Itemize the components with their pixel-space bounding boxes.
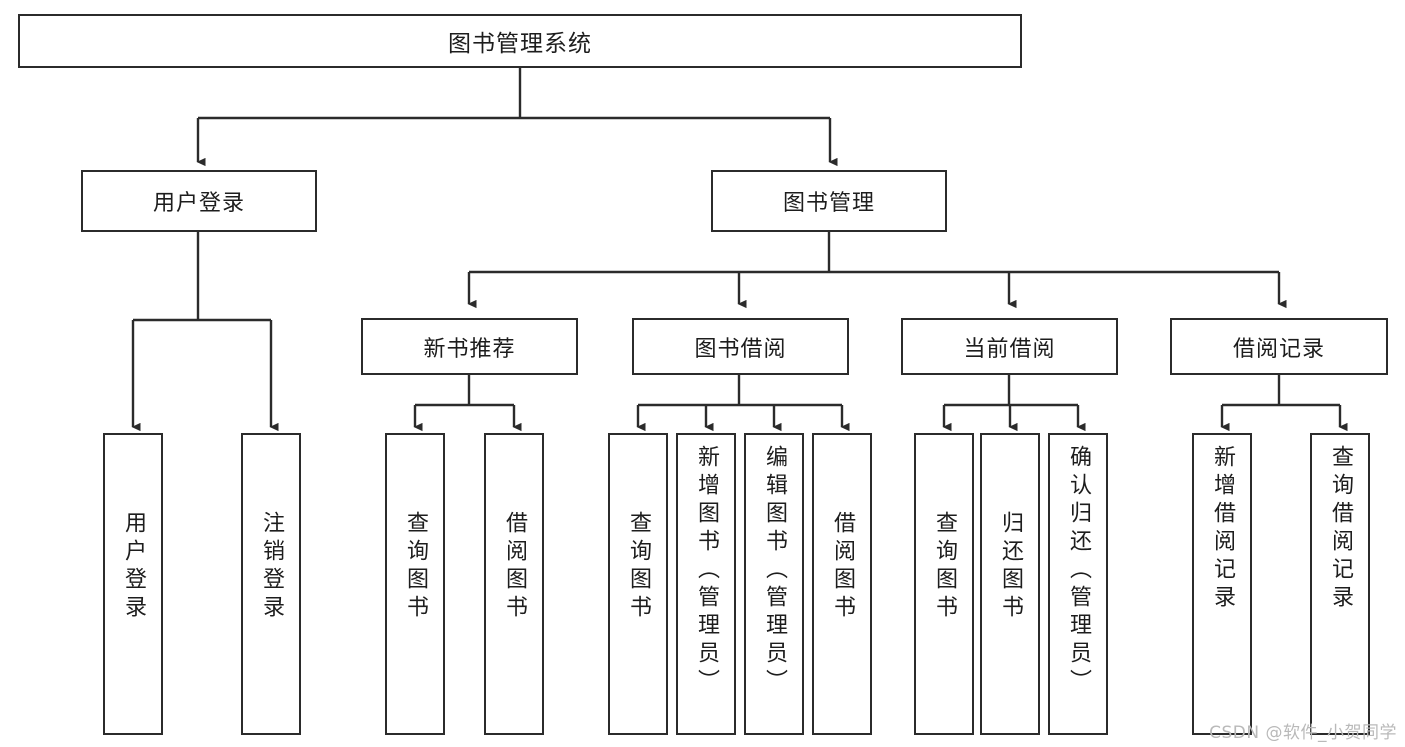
node-new-book-recommend[interactable]: 新书推荐 [361,318,578,375]
edges-userlogin-to-leaves [131,232,279,432]
leaf-node-query-book-recommend[interactable]: 查询图书 [385,433,445,735]
node-label: 用户登录 [121,511,146,623]
node-label: 当前借阅 [963,336,1056,362]
node-book-borrow[interactable]: 图书借阅 [632,318,849,375]
edges-newbook-to-leaves [413,375,522,432]
node-root-book-management-system[interactable]: 图书管理系统 [18,14,1022,68]
node-label: 确认归还（管理员） [1066,445,1091,697]
node-label: 用户登录 [152,191,245,216]
node-label: 查询图书 [403,511,428,623]
node-label: 图书管理 [782,191,875,216]
edges-root-to-level2 [196,68,838,167]
node-label: 图书借阅 [694,336,787,362]
node-book-management[interactable]: 图书管理 [711,170,947,232]
node-label: 查询借阅记录 [1328,445,1353,613]
node-borrow-record[interactable]: 借阅记录 [1170,318,1388,375]
leaf-node-borrow-book[interactable]: 借阅图书 [812,433,872,735]
leaf-node-query-book-borrow[interactable]: 查询图书 [608,433,668,735]
leaf-node-edit-book[interactable]: 编辑图书（管理员） [744,433,804,735]
node-label: 新增图书（管理员） [694,445,719,697]
leaf-node-user-logout[interactable]: 注销登录 [241,433,301,735]
edges-bookborrow-to-leaves [636,375,850,432]
node-label: 新增借阅记录 [1210,445,1235,613]
leaf-node-query-borrow-record[interactable]: 查询借阅记录 [1310,433,1370,735]
node-label: 借阅记录 [1232,336,1325,362]
leaf-node-confirm-return[interactable]: 确认归还（管理员） [1048,433,1108,735]
leaf-node-add-borrow-record[interactable]: 新增借阅记录 [1192,433,1252,735]
leaf-node-borrow-book-recommend[interactable]: 借阅图书 [484,433,544,735]
node-label: 借阅图书 [830,511,855,623]
edges-bookmanage-to-level3 [467,232,1287,309]
csdn-watermark: CSDN @软件_小贺同学 [1209,723,1397,743]
edges-currentborrow-to-leaves [942,375,1086,432]
leaf-node-add-book[interactable]: 新增图书（管理员） [676,433,736,735]
node-label: 查询图书 [626,511,651,623]
leaf-node-user-login[interactable]: 用户登录 [103,433,163,735]
node-label: 新书推荐 [423,336,516,362]
node-label: 图书管理系统 [448,31,592,57]
edges-borrowrecord-to-leaves [1220,375,1348,432]
node-label: 借阅图书 [502,511,527,623]
node-label: 注销登录 [259,511,284,623]
leaf-node-return-book[interactable]: 归还图书 [980,433,1040,735]
node-current-borrow[interactable]: 当前借阅 [901,318,1118,375]
node-label: 归还图书 [998,511,1023,623]
node-label: 查询图书 [932,511,957,623]
node-user-login[interactable]: 用户登录 [81,170,317,232]
node-label: 编辑图书（管理员） [762,445,787,697]
leaf-node-query-book-current[interactable]: 查询图书 [914,433,974,735]
